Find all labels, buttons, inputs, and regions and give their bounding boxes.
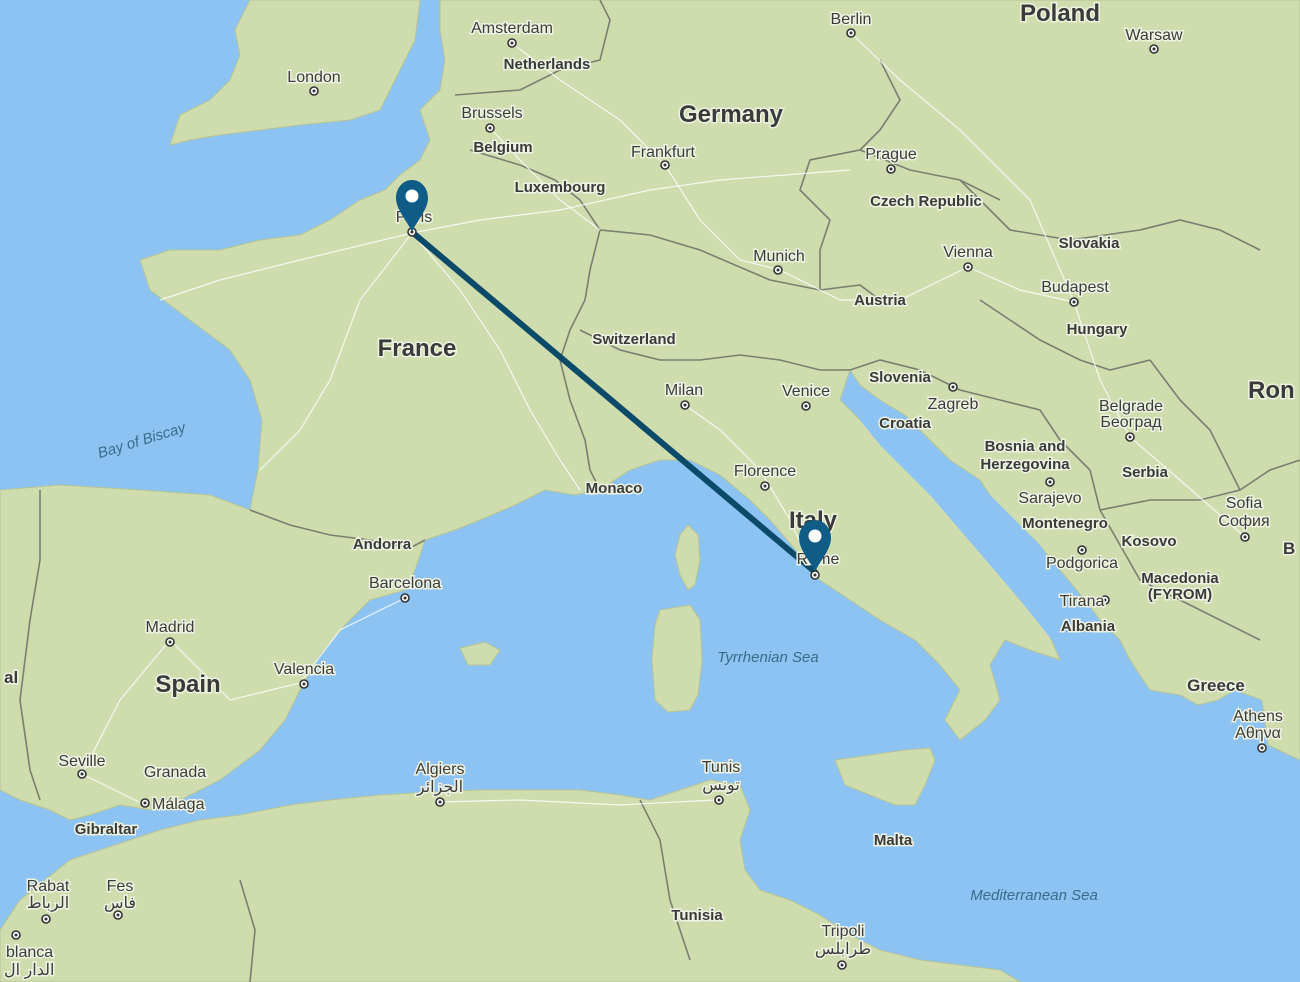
city-label-amsterdam: Amsterdam [471, 20, 553, 37]
country-label-czech: Czech Republic [870, 193, 982, 210]
city-label-frankfurt: Frankfurt [631, 144, 696, 161]
city-label-malaga: Málaga [152, 796, 205, 813]
city-label-athens-local: Αθηνα [1235, 725, 1281, 742]
city-label-granada: Granada [144, 764, 206, 781]
country-label-bosnia-line2: Herzegovina [980, 456, 1070, 473]
land-balearic [459, 641, 501, 666]
country-label-france: France [378, 335, 457, 362]
water-adriatic [845, 385, 1085, 650]
country-label-bosnia-line1: Bosnia and [985, 438, 1066, 455]
sea-label-mediterranean: Mediterranean Sea [970, 887, 1098, 904]
country-label-macedonia-line1: Macedonia [1141, 570, 1219, 587]
map-pin-icon[interactable] [799, 520, 831, 572]
city-label-rabat-local: الرباط [27, 895, 69, 912]
city-label-venice: Venice [782, 383, 830, 400]
city-label-tripoli-local: طرابلس [815, 941, 871, 958]
country-label-netherlands: Netherlands [504, 56, 591, 73]
city-label-tirana: Tirana [1060, 593, 1105, 610]
city-label-florence: Florence [734, 463, 796, 480]
country-label-slovenia: Slovenia [869, 369, 931, 386]
city-label-munich: Munich [753, 248, 805, 265]
sea-label-tyrrhenian: Tyrrhenian Sea [717, 649, 818, 666]
country-label-germany: Germany [679, 101, 784, 128]
country-label-austria: Austria [854, 292, 906, 309]
country-label-macedonia-line2: (FYROM) [1148, 586, 1212, 603]
city-label-belgrade: Belgrade [1099, 398, 1163, 415]
city-label-rabat: Rabat [27, 878, 70, 895]
city-label-sofia: Sofia [1226, 495, 1263, 512]
land-sicily [834, 747, 936, 806]
city-label-tunis: Tunis [702, 759, 741, 776]
city-markers [11, 28, 1267, 970]
country-label-romania: Ron [1248, 377, 1295, 404]
city-label-vienna: Vienna [943, 244, 993, 261]
city-label-milan: Milan [665, 382, 703, 399]
land-corsica [674, 524, 701, 591]
country-label-switzerland: Switzerland [592, 331, 675, 348]
roads [81, 32, 1246, 806]
country-label-kosovo: Kosovo [1121, 533, 1176, 550]
country-label-malta: Malta [874, 832, 913, 849]
country-label-croatia: Croatia [879, 415, 931, 432]
country-label-bulgaria: B [1283, 539, 1295, 558]
country-label-portugal: al [4, 668, 18, 687]
city-label-casablanca: blanca [6, 944, 53, 961]
country-label-luxembourg: Luxembourg [515, 179, 606, 196]
country-label-greece: Greece [1187, 676, 1245, 695]
country-label-monaco: Monaco [586, 480, 643, 497]
city-label-sofia-local: София [1218, 513, 1269, 530]
city-label-budapest: Budapest [1041, 279, 1109, 296]
city-label-brussels: Brussels [461, 105, 522, 122]
country-label-albania: Albania [1061, 618, 1116, 635]
city-label-zagreb: Zagreb [928, 396, 979, 413]
city-label-fes-local: فاس [104, 895, 136, 912]
city-label-madrid: Madrid [146, 619, 195, 636]
country-label-poland: Poland [1020, 0, 1100, 27]
country-label-serbia: Serbia [1122, 464, 1169, 481]
city-label-belgrade-local: Београд [1100, 414, 1162, 431]
borders [19, 0, 1300, 982]
city-label-algiers: Algiers [416, 761, 465, 778]
route-line [409, 229, 818, 575]
country-label-slovakia: Slovakia [1059, 235, 1121, 252]
country-label-spain: Spain [155, 671, 220, 698]
city-label-sarajevo: Sarajevo [1018, 490, 1081, 507]
city-label-athens: Athens [1233, 708, 1283, 725]
city-label-podgorica: Podgorica [1046, 555, 1118, 572]
land-britain [169, 0, 421, 146]
country-label-gibraltar: Gibraltar [75, 821, 138, 838]
city-label-tripoli: Tripoli [822, 923, 865, 940]
country-label-tunisia: Tunisia [671, 907, 723, 924]
city-label-fes: Fes [107, 878, 134, 895]
city-label-prague: Prague [865, 146, 917, 163]
land-europe [0, 0, 1300, 821]
land-sardinia [651, 604, 703, 713]
country-label-belgium: Belgium [473, 139, 532, 156]
country-label-hungary: Hungary [1067, 321, 1129, 338]
map-pin-icon[interactable] [396, 180, 428, 232]
city-label-warsaw: Warsaw [1125, 27, 1183, 44]
country-label-andorra: Andorra [353, 536, 412, 553]
city-label-valencia: Valencia [274, 661, 334, 678]
city-label-berlin: Berlin [831, 11, 872, 28]
city-label-seville: Seville [58, 753, 105, 770]
city-label-london: London [287, 69, 340, 86]
country-label-montenegro: Montenegro [1022, 515, 1108, 532]
city-label-tunis-local: تونس [702, 777, 740, 794]
city-label-casablanca-local: الدار ال [4, 962, 54, 979]
city-label-barcelona: Barcelona [369, 575, 441, 592]
city-label-algiers-local: الجزائر [416, 779, 463, 796]
